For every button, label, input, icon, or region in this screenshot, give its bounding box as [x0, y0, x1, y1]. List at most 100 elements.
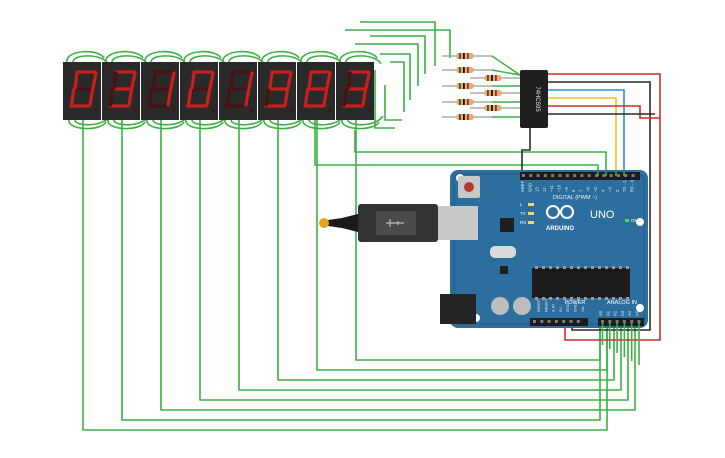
digital-pin[interactable] — [609, 174, 613, 177]
digit-common-wire[interactable] — [238, 120, 622, 391]
digit-common-wire[interactable] — [355, 120, 601, 361]
analog-pin[interactable] — [630, 320, 634, 323]
power-pin[interactable] — [554, 320, 558, 323]
digit-5[interactable] — [219, 62, 257, 120]
analog-wires[interactable] — [597, 172, 640, 365]
digit-bottom-wire[interactable] — [107, 119, 146, 130]
digit-bottom-wire[interactable] — [263, 119, 302, 130]
control-wires[interactable] — [521, 73, 661, 341]
digit-1[interactable] — [63, 62, 101, 120]
segment-wire[interactable] — [345, 29, 451, 58]
digit-bottom-wire[interactable] — [302, 119, 341, 130]
digit-common-wire[interactable] — [199, 120, 629, 401]
digital-header[interactable] — [520, 172, 640, 180]
resistor-5[interactable] — [470, 90, 520, 96]
resistor-6[interactable] — [442, 99, 520, 105]
digit-bottom-wire[interactable] — [224, 119, 263, 130]
power-header[interactable] — [530, 318, 588, 326]
digit-top-wire[interactable] — [66, 50, 105, 63]
resistor-1[interactable] — [442, 53, 521, 76]
digit-top-wire[interactable] — [345, 55, 382, 65]
digital-pin[interactable] — [624, 174, 628, 177]
digit-2[interactable] — [102, 62, 140, 120]
analog-pin[interactable] — [622, 320, 626, 323]
analog-pin[interactable] — [637, 320, 641, 323]
wire-black-latch[interactable] — [521, 128, 531, 178]
seven-segment-display[interactable] — [63, 62, 374, 120]
digit-bottom-wire[interactable] — [185, 119, 224, 130]
analog-pin[interactable] — [608, 320, 612, 323]
digit-bottom-wire[interactable] — [347, 115, 384, 126]
digit-top-wire[interactable] — [144, 50, 183, 63]
power-pin[interactable] — [569, 320, 573, 323]
digital-pin[interactable] — [565, 174, 569, 177]
wire-red-vcc[interactable] — [548, 105, 660, 119]
digital-pin[interactable] — [587, 174, 591, 177]
power-pin[interactable] — [540, 320, 544, 323]
digit-bottom-wire[interactable] — [146, 119, 185, 130]
digit-8[interactable] — [336, 62, 374, 120]
digit-common-wire[interactable] — [82, 120, 608, 431]
digital-pin[interactable] — [522, 174, 525, 177]
digital-pin[interactable] — [551, 174, 555, 177]
power-pin[interactable] — [533, 320, 536, 323]
green-wires[interactable] — [66, 21, 636, 431]
wire-yellow-clock[interactable] — [548, 97, 617, 178]
digit-top-wire[interactable] — [183, 50, 222, 63]
dc-power-jack[interactable] — [440, 294, 476, 324]
analog-pin[interactable] — [615, 320, 619, 323]
segment-wire[interactable] — [380, 53, 411, 100]
wire-blue-data[interactable] — [548, 89, 625, 178]
digit-bottom-wire[interactable] — [68, 119, 107, 130]
resistor-8[interactable] — [442, 114, 520, 120]
segment-wire[interactable] — [355, 43, 419, 86]
segment-wire[interactable] — [374, 70, 395, 129]
digit-top-wire[interactable] — [339, 50, 378, 63]
digit-common-wire[interactable] — [121, 120, 601, 421]
reset-button-cap[interactable] — [464, 182, 474, 192]
segment-wire[interactable] — [360, 21, 436, 66]
digit-common-wire[interactable] — [277, 120, 615, 381]
resistor-7[interactable] — [470, 105, 520, 111]
segment-wire[interactable] — [370, 35, 426, 74]
digit-top-wire[interactable] — [222, 50, 261, 63]
digit-common-wire[interactable] — [160, 120, 636, 411]
wire-red-5v[interactable] — [548, 73, 661, 341]
digital-pin[interactable] — [602, 174, 606, 177]
shift-register-chip[interactable]: 74HC595 — [520, 70, 548, 128]
power-pin[interactable] — [576, 320, 580, 323]
digit-3[interactable] — [141, 62, 179, 120]
digit-4[interactable] — [180, 62, 218, 120]
digital-pin[interactable] — [558, 174, 562, 177]
analog-header[interactable] — [598, 318, 644, 326]
digital-pin[interactable] — [616, 174, 620, 177]
digit-bottom-wire[interactable] — [341, 119, 380, 130]
digit-common-wire[interactable] — [316, 120, 608, 371]
analog-pin-label: A1 — [605, 310, 610, 316]
resistor-bank[interactable] — [442, 53, 521, 120]
digit-6[interactable] — [258, 62, 296, 120]
digital-pin[interactable] — [595, 174, 598, 177]
usb-port[interactable] — [438, 206, 478, 240]
analog-pin[interactable] — [601, 320, 604, 323]
digit-top-wire[interactable] — [261, 50, 300, 63]
resistor-4[interactable] — [442, 83, 520, 89]
digit-7[interactable] — [297, 62, 335, 120]
power-pin[interactable] — [562, 320, 566, 323]
digital-pin[interactable] — [529, 174, 533, 177]
digital-pin[interactable] — [580, 174, 584, 177]
segment-wire[interactable] — [354, 130, 607, 178]
digital-pin[interactable] — [573, 174, 577, 177]
segment-wire[interactable] — [384, 85, 402, 121]
digital-pin[interactable] — [536, 174, 540, 177]
resistor-2[interactable] — [442, 67, 521, 76]
segment-wire[interactable] — [390, 61, 405, 112]
digit-top-wire[interactable] — [105, 50, 144, 63]
digit-top-wire[interactable] — [300, 50, 339, 63]
resistor-3[interactable] — [470, 75, 520, 81]
digital-pin[interactable] — [543, 174, 547, 177]
digital-pin[interactable] — [631, 174, 635, 177]
power-pin[interactable] — [547, 320, 551, 323]
